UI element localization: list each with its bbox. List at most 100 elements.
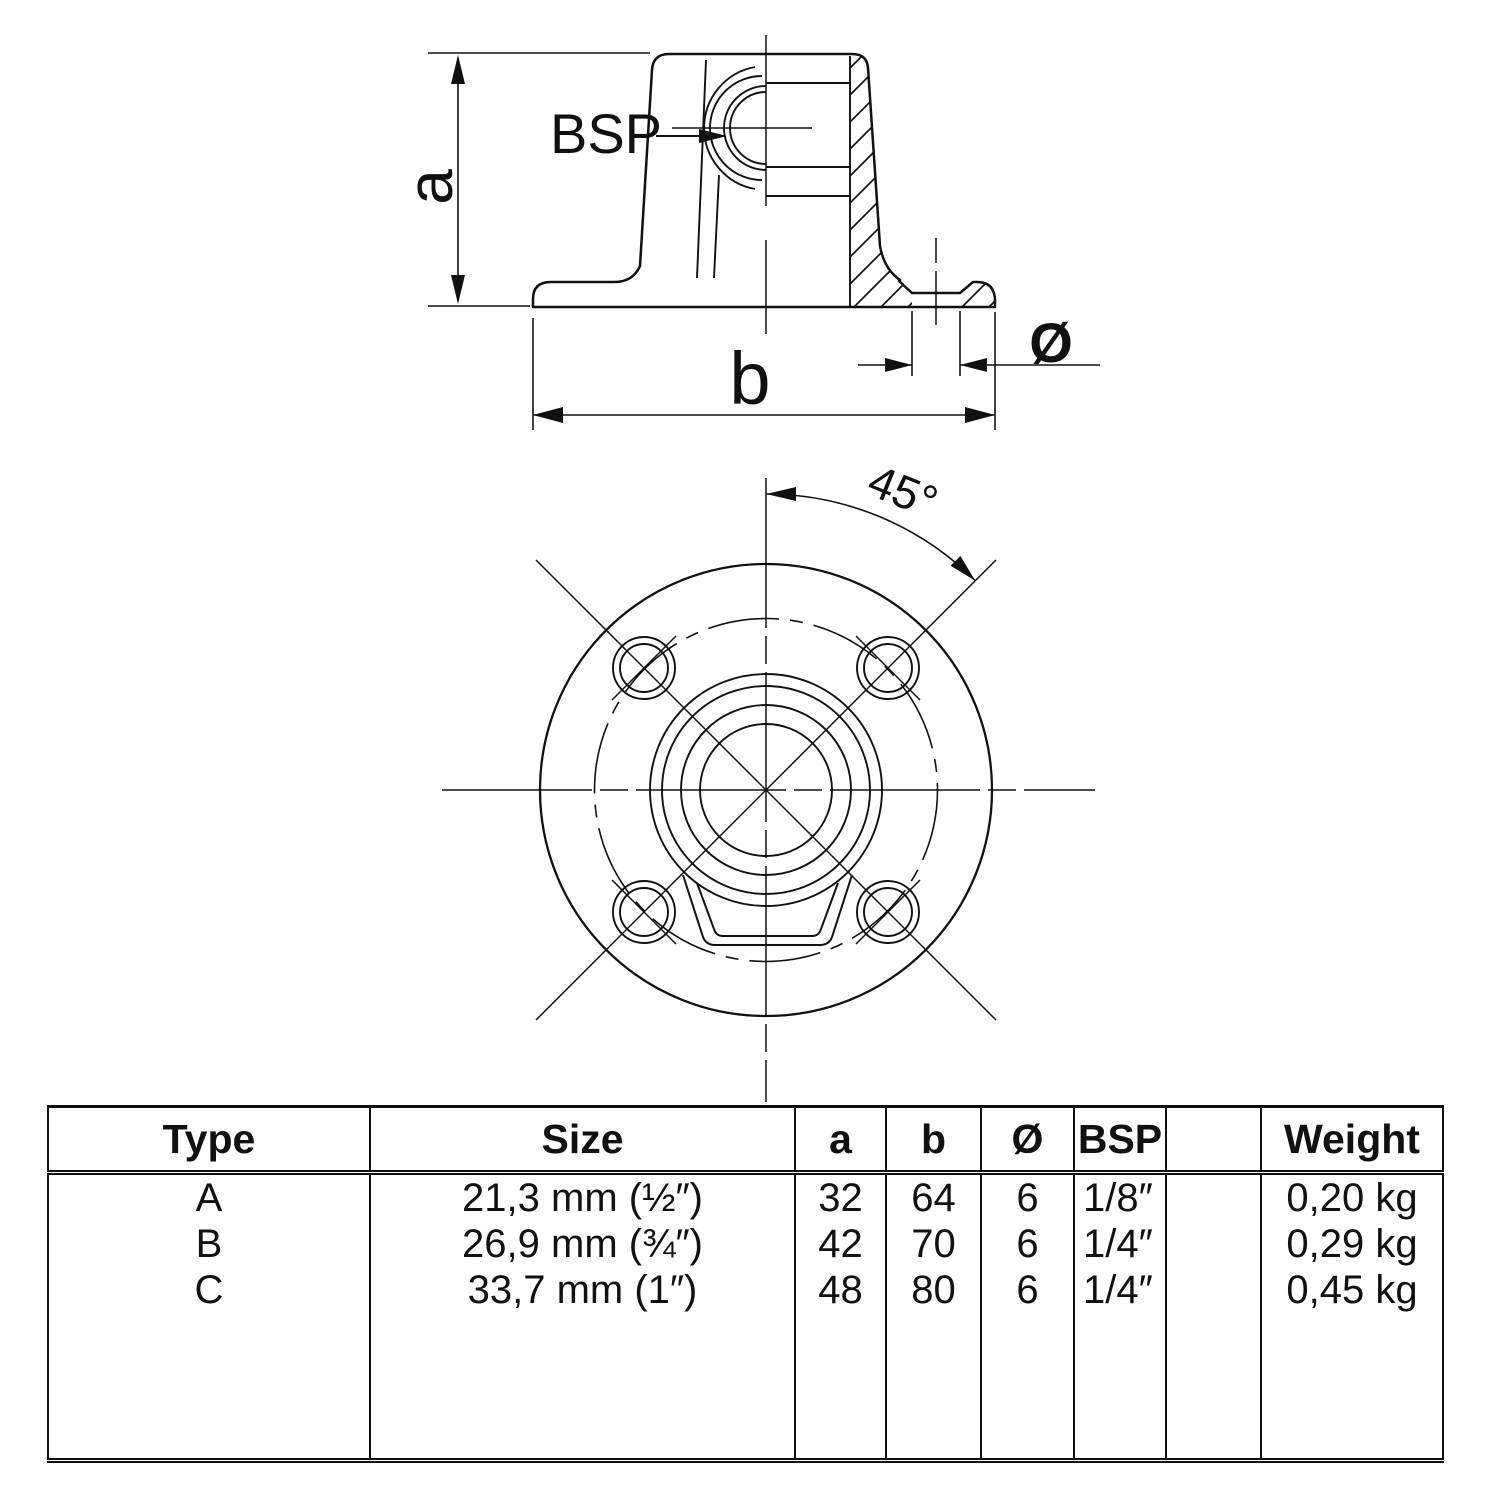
bolt-hole-inner <box>863 887 913 937</box>
cell-type: C <box>47 1267 371 1313</box>
dimension-a <box>428 52 650 307</box>
table-filler-row <box>47 1313 1444 1463</box>
label-angle: 45° <box>861 454 945 528</box>
cell-empty <box>794 1313 887 1463</box>
cell-spacer <box>1165 1172 1262 1221</box>
cell-empty <box>1073 1313 1167 1463</box>
arrowhead <box>533 407 563 423</box>
col-header-diameter: Ø <box>980 1105 1075 1175</box>
web-outer-line <box>682 874 853 946</box>
boss-taper-line <box>713 174 720 279</box>
bolt-pitch-circle <box>593 617 939 963</box>
cross-tick <box>855 879 921 945</box>
bolt-hole-outer <box>612 880 676 944</box>
cross-tick <box>611 879 677 945</box>
label-a: a <box>394 169 466 205</box>
arrowhead <box>965 407 995 423</box>
cell-empty <box>1165 1313 1262 1463</box>
thread-circle <box>680 704 852 876</box>
cell-size: 26,9 mm (¾″) <box>369 1221 796 1267</box>
cell-b: 70 <box>885 1221 982 1267</box>
bolt-hole-inner <box>619 887 669 937</box>
bolt-hole-outer <box>856 636 920 700</box>
cell-a: 42 <box>794 1221 887 1267</box>
plan-centerlines <box>442 478 1095 1102</box>
arrowhead <box>451 275 465 304</box>
cell-weight: 0,29 kg <box>1260 1221 1444 1267</box>
cell-weight: 0,45 kg <box>1260 1267 1444 1313</box>
section-hatch-flange-right <box>960 282 995 307</box>
web-outline <box>682 874 853 946</box>
label-bsp: BSP <box>550 102 662 165</box>
cell-weight: 0,20 kg <box>1260 1172 1444 1221</box>
boss-detail-lines <box>696 56 851 307</box>
cell-type: A <box>47 1172 371 1221</box>
arrowhead <box>766 487 796 501</box>
arrowhead <box>885 358 912 372</box>
cell-empty <box>369 1313 796 1463</box>
bore-circle <box>699 723 833 857</box>
cell-a: 48 <box>794 1267 887 1313</box>
cell-diameter: 6 <box>980 1267 1075 1313</box>
dimension-diameter <box>858 311 1100 376</box>
bolt-hole-inner <box>863 643 913 693</box>
cell-empty <box>47 1313 371 1463</box>
col-header-bsp: BSP <box>1073 1105 1167 1175</box>
angle-dimension <box>765 487 976 582</box>
diagonal-centerline <box>535 559 997 1021</box>
cell-bsp: 1/8″ <box>1073 1172 1167 1221</box>
side-centerlines <box>672 35 937 334</box>
bolt-hole-inner <box>619 643 669 693</box>
cross-tick <box>611 635 677 701</box>
cell-b: 80 <box>885 1267 982 1313</box>
arrowhead <box>950 556 976 581</box>
boss-taper-line <box>696 59 707 279</box>
boss-circle <box>649 673 883 907</box>
dimension-b <box>532 312 996 430</box>
col-header-size: Size <box>369 1105 796 1175</box>
cell-a: 32 <box>794 1172 887 1221</box>
cross-tick <box>855 635 921 701</box>
cell-empty <box>1260 1313 1444 1463</box>
cell-empty <box>980 1313 1075 1463</box>
boss-chamfer-circle <box>661 685 871 895</box>
cell-diameter: 6 <box>980 1172 1075 1221</box>
col-header-type: Type <box>47 1105 371 1175</box>
flange-outer-circle <box>538 562 994 1018</box>
section-hatch-flange-left <box>850 281 912 307</box>
cell-empty <box>885 1313 982 1463</box>
bolt-hole-outer <box>612 636 676 700</box>
table-row: C 33,7 mm (1″) 48 80 6 1/4″ 0,45 kg <box>47 1267 1444 1313</box>
arrowhead <box>451 55 465 84</box>
plan-view: 45° <box>442 454 1095 1102</box>
cell-size: 21,3 mm (½″) <box>369 1172 796 1221</box>
angle-arc <box>765 493 976 582</box>
cell-diameter: 6 <box>980 1221 1075 1267</box>
table-row: B 26,9 mm (¾″) 42 70 6 1/4″ 0,29 kg <box>47 1221 1444 1267</box>
arrowhead <box>960 358 987 372</box>
col-header-spacer <box>1165 1105 1262 1175</box>
cell-type: B <box>47 1221 371 1267</box>
cell-b: 64 <box>885 1172 982 1221</box>
part-outline <box>531 52 997 309</box>
side-view: a b Ø BSP <box>394 35 1100 430</box>
arrowhead <box>699 129 727 143</box>
cell-spacer <box>1165 1221 1262 1267</box>
cell-spacer <box>1165 1267 1262 1313</box>
col-header-a: a <box>794 1105 887 1175</box>
cell-size: 33,7 mm (1″) <box>369 1267 796 1313</box>
bolt-holes <box>612 636 920 944</box>
table-row: A 21,3 mm (½″) 32 64 6 1/8″ 0,20 kg <box>47 1172 1444 1221</box>
cell-bsp: 1/4″ <box>1073 1267 1167 1313</box>
header-row: Type Size a b Ø BSP Weight <box>47 1105 1444 1175</box>
col-header-b: b <box>885 1105 982 1175</box>
label-b: b <box>729 337 770 420</box>
cell-bsp: 1/4″ <box>1073 1221 1167 1267</box>
web-inner-line <box>696 882 839 937</box>
bsp-callout <box>656 129 727 143</box>
bolt-hole-outer <box>856 880 920 944</box>
col-header-weight: Weight <box>1260 1105 1444 1175</box>
bolt-hole-cross-ticks <box>611 635 921 945</box>
